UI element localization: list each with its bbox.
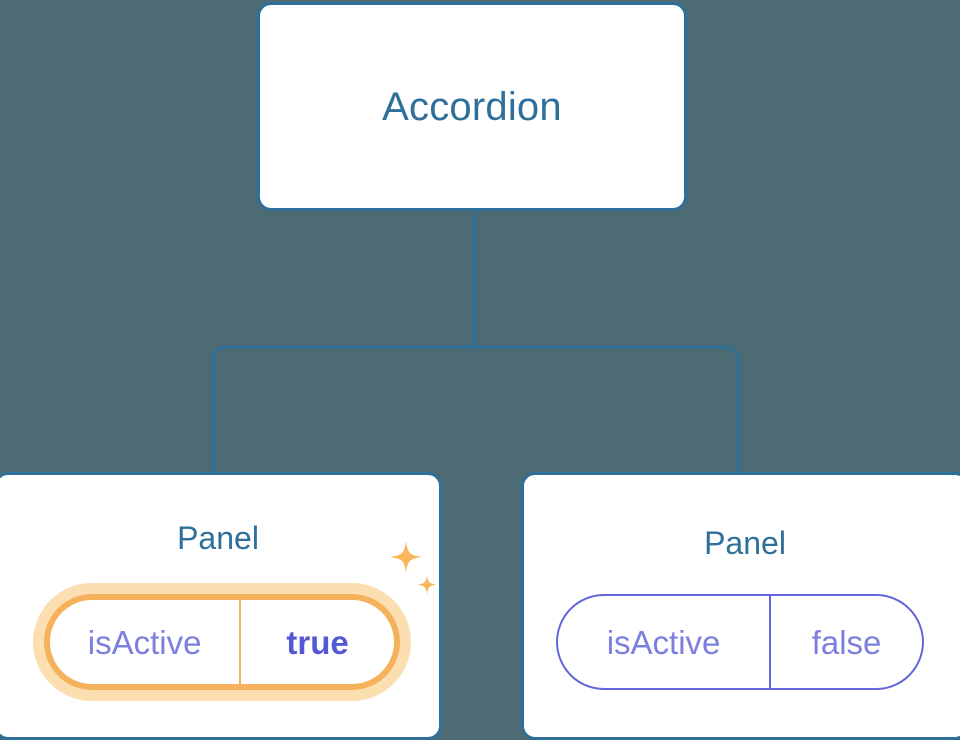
- node-title-accordion: Accordion: [382, 84, 562, 129]
- node-card-panel-active-content: Panel: [0, 475, 439, 737]
- prop-pill-body-plain[interactable]: isActive false: [556, 594, 924, 690]
- prop-pill-isactive-false[interactable]: isActive false: [556, 594, 924, 690]
- prop-value-cell: false: [771, 596, 922, 688]
- prop-key-cell: isActive: [50, 600, 242, 684]
- connector-branch-bar: [211, 345, 740, 474]
- prop-key-cell: isActive: [558, 596, 772, 688]
- node-card-panel-inactive-content: Panel: [524, 475, 960, 737]
- prop-value-label: false: [811, 623, 882, 661]
- prop-pill-isactive-true[interactable]: isActive true: [33, 583, 411, 701]
- prop-key-label: isActive: [606, 623, 721, 661]
- node-title-panel-inactive: Panel: [704, 525, 786, 561]
- prop-value-cell: true: [241, 600, 394, 684]
- node-title-panel-active: Panel: [177, 520, 259, 556]
- node-card-accordion[interactable]: Accordion: [257, 2, 687, 211]
- prop-pill-body-highlighted[interactable]: isActive true: [44, 594, 400, 690]
- prop-key-label: isActive: [87, 623, 202, 661]
- prop-value-label: true: [286, 623, 349, 661]
